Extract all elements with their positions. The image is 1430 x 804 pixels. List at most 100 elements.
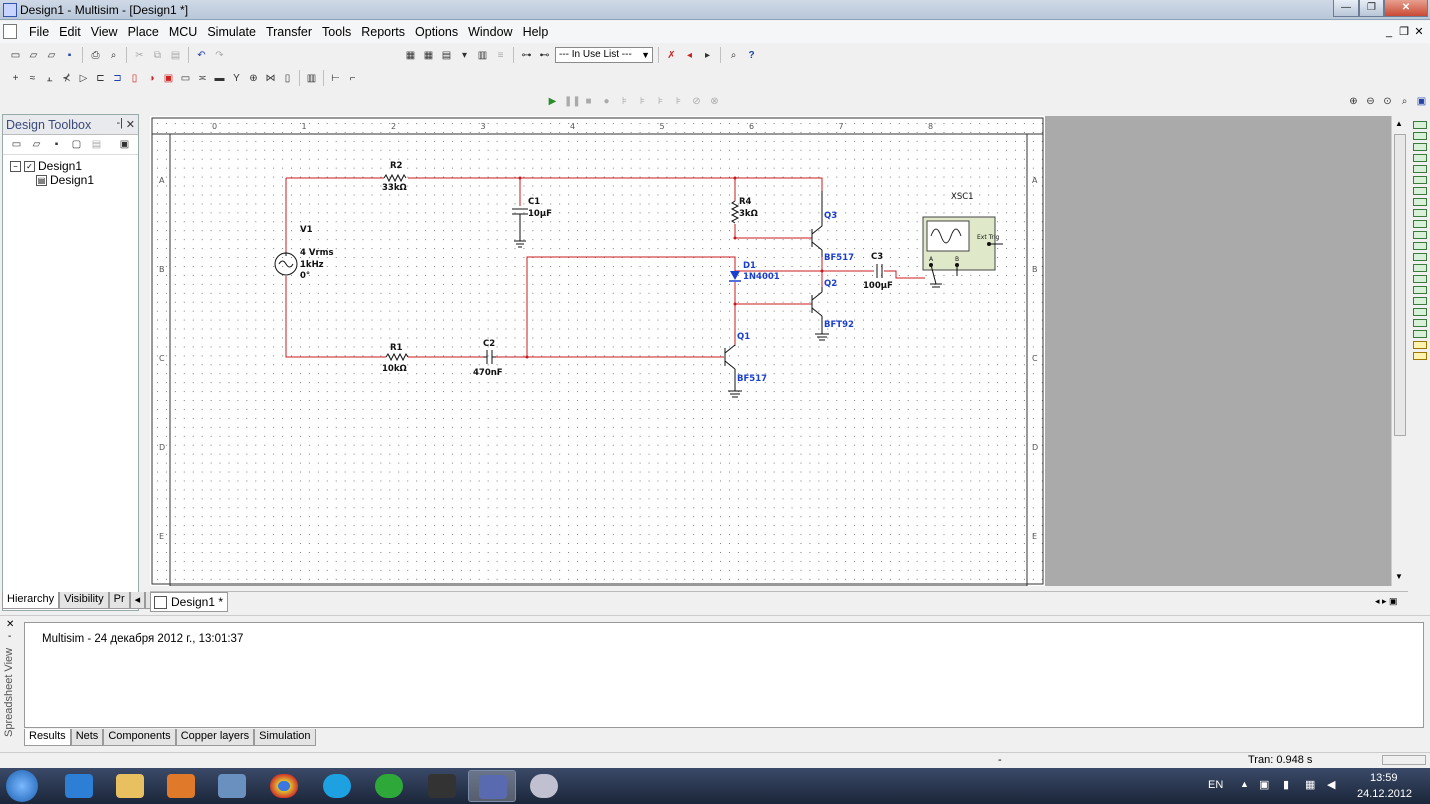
open-sample-icon[interactable]: ▱ (47, 49, 56, 61)
erc-icon[interactable]: ✗ (667, 49, 676, 61)
in-use-list-dropdown[interactable]: --- In Use List ---▼ (555, 47, 653, 63)
multisim-app-icon[interactable] (3, 3, 17, 17)
transfer-icon[interactable]: ⊷ (539, 49, 550, 61)
transistor-component-icon[interactable]: ⊀ (62, 72, 71, 84)
bode-plotter-icon[interactable] (1413, 176, 1427, 184)
print-preview-icon[interactable]: ⌕ (110, 49, 117, 61)
toggle-breakpoint-icon[interactable]: ⊘ (692, 95, 701, 107)
logic-analyzer-icon[interactable] (1413, 220, 1427, 228)
paste-icon[interactable]: ▤ (170, 49, 181, 61)
zoom-area-icon[interactable]: ⊙ (1383, 95, 1392, 107)
diode-component-icon[interactable]: ⫠ (46, 72, 53, 84)
wire[interactable] (734, 224, 812, 239)
remove-breakpoints-icon[interactable]: ⊗ (710, 95, 719, 107)
multimeter-icon[interactable] (1413, 121, 1427, 129)
mcu-component-icon[interactable]: ▯ (284, 72, 291, 84)
mdi-restore-icon[interactable]: ❐ (1399, 26, 1409, 38)
resistor-r4[interactable] (730, 200, 740, 224)
advanced-peripherals-icon[interactable]: ▬ (214, 72, 225, 84)
bus-icon[interactable]: ⊢ (331, 72, 340, 84)
grapher-icon[interactable]: ▥ (477, 49, 488, 61)
document-icon[interactable] (3, 24, 17, 39)
design-toolbox-icon[interactable]: ▦ (405, 49, 416, 61)
electromech-component-icon[interactable]: ⊕ (249, 72, 258, 84)
spectrum-analyzer-icon[interactable] (1413, 253, 1427, 261)
menu-view[interactable]: View (90, 25, 118, 39)
results-log[interactable]: Multisim - 24 декабря 2012 г., 13:01:37 (24, 622, 1424, 728)
pause-at-breakpoint-icon[interactable]: ● (603, 95, 610, 107)
oscilloscope-xsc1[interactable] (922, 216, 1003, 288)
full-screen-icon[interactable]: ▣ (1416, 95, 1427, 107)
zoom-out-icon[interactable]: ⊖ (1366, 95, 1375, 107)
tab-project-view[interactable]: Pr (108, 592, 130, 609)
new-icon[interactable]: ▭ (10, 49, 21, 61)
vertical-scrollbar[interactable]: ▲ ▼ (1391, 116, 1408, 586)
tab-nets[interactable]: Nets (70, 729, 104, 746)
ni-elvis-instrument-icon[interactable] (1413, 330, 1427, 338)
indicator-component-icon[interactable]: ▣ (163, 72, 174, 84)
power-component-icon[interactable]: ▭ (180, 72, 191, 84)
ni-component-icon[interactable]: ⋈ (265, 72, 276, 84)
resistor-r1[interactable] (385, 352, 409, 362)
mdi-minimize-icon[interactable]: _ (1385, 26, 1393, 38)
language-indicator[interactable]: EN (1208, 779, 1224, 791)
menu-mcu[interactable]: MCU (168, 25, 198, 39)
menu-reports[interactable]: Reports (361, 25, 406, 39)
close-button[interactable]: ✕ (1384, 0, 1428, 17)
taskbar-paint-button[interactable] (520, 770, 568, 802)
step-out-icon[interactable]: ⊧ (657, 95, 664, 107)
clock-date[interactable]: 24.12.2012 (1357, 788, 1413, 800)
mdi-close-icon[interactable]: ✕ (1414, 26, 1424, 38)
tab-design1[interactable]: Design1 * (150, 592, 229, 612)
pin-icon[interactable]: - (8, 631, 12, 642)
agilent-multimeter-icon[interactable] (1413, 286, 1427, 294)
forward-annotate-icon[interactable]: ▸ (704, 49, 711, 61)
redo-icon[interactable]: ↷ (215, 49, 224, 61)
menu-window[interactable]: Window (468, 25, 513, 39)
menu-options[interactable]: Options (415, 25, 459, 39)
postprocessor-icon[interactable]: ≡ (497, 49, 504, 61)
tab-visibility[interactable]: Visibility (59, 592, 109, 609)
taskbar-chrome-button[interactable] (260, 770, 308, 802)
basic-component-icon[interactable]: ≈ (29, 72, 36, 84)
taskbar-mail-button[interactable] (365, 770, 413, 802)
transistor-q2[interactable] (811, 287, 829, 341)
copy-icon[interactable]: ⧉ (153, 49, 162, 61)
source-component-icon[interactable]: + (12, 72, 19, 84)
scroll-down-icon[interactable]: ▼ (1395, 572, 1403, 581)
frequency-counter-icon[interactable] (1413, 187, 1427, 195)
menu-place[interactable]: Place (127, 25, 159, 39)
oscilloscope-icon[interactable] (1413, 154, 1427, 162)
backannotate-icon[interactable]: ◂ (686, 49, 693, 61)
tab-copper-layers[interactable]: Copper layers (175, 729, 255, 746)
wire[interactable] (408, 177, 823, 191)
tab-scroll-left-icon[interactable]: ◂ (129, 592, 146, 609)
expand-icon[interactable]: − (10, 160, 21, 172)
clock-time[interactable]: 13:59 (1370, 772, 1398, 784)
maximize-button[interactable]: ❐ (1359, 0, 1384, 17)
menu-help[interactable]: Help (522, 25, 549, 39)
word-generator-icon[interactable] (1413, 198, 1427, 206)
minimize-button[interactable]: — (1333, 0, 1359, 17)
find-examples-icon[interactable]: ⌕ (730, 49, 737, 61)
close-icon[interactable]: ✕ (125, 119, 135, 131)
help-icon[interactable]: ? (748, 49, 755, 61)
wire[interactable] (734, 282, 812, 305)
tree-item-design1-sheet[interactable]: ▤ Design1 (36, 173, 95, 187)
wire[interactable] (526, 256, 736, 357)
undo-icon[interactable]: ↶ (197, 49, 206, 61)
agilent-generator-icon[interactable] (1413, 275, 1427, 283)
misc-component-icon[interactable]: ≍ (198, 72, 207, 84)
transistor-q1[interactable] (724, 344, 742, 398)
analog-component-icon[interactable]: ▷ (79, 72, 88, 84)
project-icon[interactable]: ▣ (119, 139, 130, 150)
cut-icon[interactable]: ✂ (135, 49, 144, 61)
agilent-oscilloscope-icon[interactable] (1413, 297, 1427, 305)
delete-sheet-icon[interactable]: ▤ (91, 139, 102, 150)
menu-transfer[interactable]: Transfer (265, 25, 313, 39)
wire[interactable] (884, 270, 925, 279)
pause-simulation-icon[interactable]: ❚❚ (564, 95, 581, 107)
step-over-icon[interactable]: ⊧ (639, 95, 646, 107)
start-button[interactable] (6, 770, 38, 802)
wire[interactable] (285, 276, 386, 358)
